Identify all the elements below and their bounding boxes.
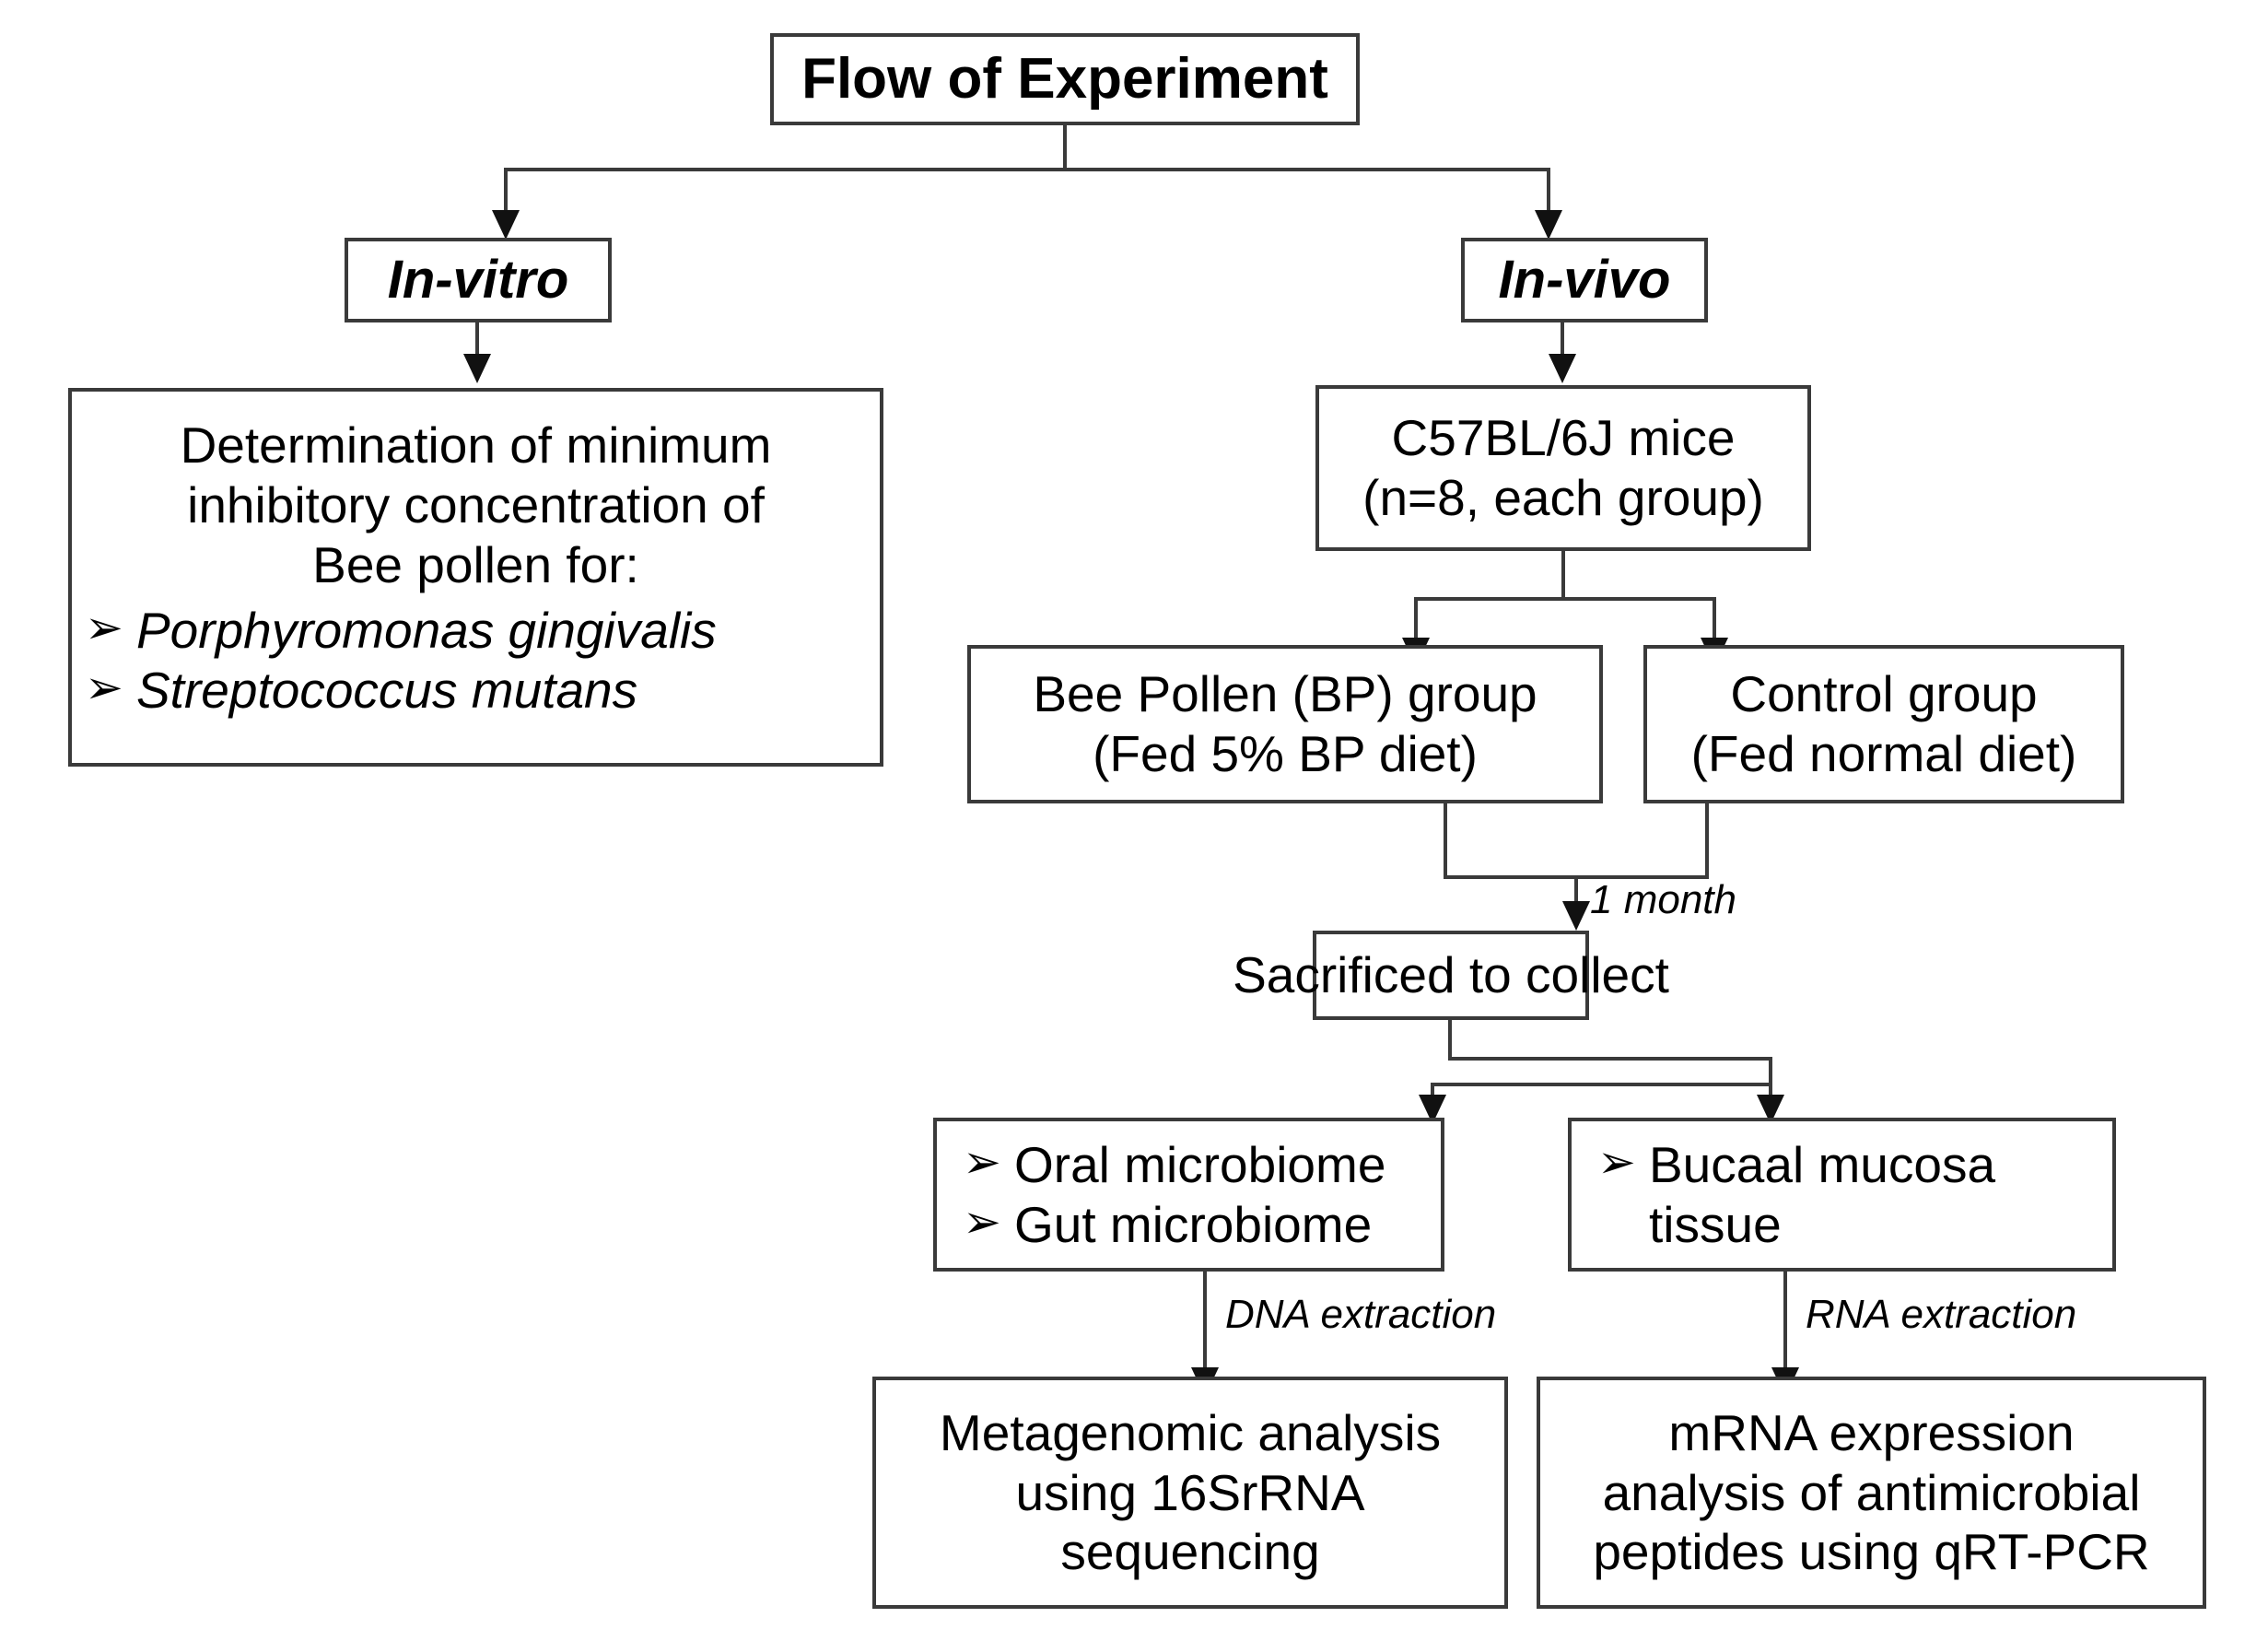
list-item: ➢ Bucaal mucosa	[1597, 1135, 2112, 1195]
node-title: Flow of Experiment	[770, 33, 1360, 125]
arrowhead-to-sacrificed	[1562, 901, 1590, 931]
connector-samples-bus-upper	[1448, 1057, 1772, 1061]
arrowhead-to-mice	[1549, 354, 1576, 383]
node-mic-determination: Determination of minimum inhibitory conc…	[68, 388, 883, 767]
node-mice-line-2: (n=8, each group)	[1362, 469, 1764, 526]
connector-title-stem	[1063, 125, 1067, 170]
arrow-bullet-icon: ➢	[963, 1195, 1001, 1248]
node-mucosa-bullet-1-line-1: Bucaal mucosa	[1649, 1135, 1996, 1193]
node-mic-bullet-1: Porphyromonas gingivalis	[136, 601, 717, 659]
connector-title-bus	[504, 168, 1550, 171]
node-microbiome-bullet-list: ➢ Oral microbiome ➢ Gut microbiome	[937, 1135, 1441, 1255]
node-in-vitro-label: In-vitro	[387, 249, 569, 310]
node-mrna-analysis: mRNA expression analysis of antimicrobia…	[1537, 1377, 2206, 1609]
node-in-vitro: In-vitro	[345, 238, 612, 322]
arrow-bullet-icon: ➢	[963, 1135, 1001, 1188]
connector-sacrificed-stem	[1448, 1020, 1452, 1061]
connector-dna-stem	[1203, 1272, 1207, 1391]
node-mucosa: ➢ Bucaal mucosa tissue	[1568, 1118, 2116, 1272]
connector-control-group-stem	[1705, 803, 1709, 879]
edge-label-rna-extraction: RNA extraction	[1806, 1292, 2077, 1337]
connector-mice-stem	[1561, 551, 1565, 601]
arrowhead-to-in-vivo	[1535, 210, 1562, 240]
node-metagenomic-line-1: Metagenomic analysis	[939, 1403, 1442, 1461]
node-mic-bullet-2: Streptococcus mutans	[136, 661, 638, 719]
list-item: ➢ Oral microbiome	[963, 1135, 1441, 1195]
connector-rna-stem	[1783, 1272, 1787, 1391]
arrow-bullet-icon: ➢	[1597, 1135, 1636, 1188]
connector-title-right-drop	[1547, 168, 1550, 216]
node-microbiome-bullet-1: Oral microbiome	[1014, 1135, 1386, 1193]
node-mice: C57BL/6J mice (n=8, each group)	[1315, 385, 1811, 551]
node-bp-group-line-1: Bee Pollen (BP) group	[1033, 665, 1537, 723]
node-mice-line-1: C57BL/6J mice	[1391, 409, 1736, 467]
node-title-label: Flow of Experiment	[801, 47, 1328, 111]
node-control-group-line-2: (Fed normal diet)	[1690, 725, 2077, 782]
connector-in-vitro-stem	[475, 322, 479, 358]
node-control-group: Control group (Fed normal diet)	[1643, 645, 2124, 803]
connector-in-vivo-stem	[1561, 322, 1564, 358]
node-bp-group-line-2: (Fed 5% BP diet)	[1093, 725, 1478, 782]
arrowhead-to-in-vitro	[492, 210, 520, 240]
connector-title-left-drop	[504, 168, 508, 216]
arrow-bullet-icon: ➢	[85, 661, 123, 713]
node-microbiome: ➢ Oral microbiome ➢ Gut microbiome	[933, 1118, 1444, 1272]
node-metagenomic-analysis: Metagenomic analysis using 16SrRNA seque…	[872, 1377, 1508, 1609]
node-mrna-line-2: analysis of antimicrobial	[1602, 1463, 2141, 1521]
list-item: ➢ Gut microbiome	[963, 1195, 1441, 1255]
node-metagenomic-line-2: using 16SrRNA	[1015, 1463, 1365, 1521]
connector-control-drop	[1713, 597, 1716, 645]
node-sacrificed: Sacrificed to collect	[1233, 931, 1669, 1020]
connector-merge-stem	[1574, 875, 1578, 920]
node-metagenomic-line-3: sequencing	[1060, 1523, 1320, 1581]
connector-bp-group-stem	[1444, 803, 1447, 879]
list-item: ➢ Streptococcus mutans	[85, 661, 880, 721]
node-microbiome-bullet-2: Gut microbiome	[1014, 1195, 1373, 1253]
node-mucosa-bullet-1-line-2: tissue	[1649, 1195, 1782, 1253]
node-mic-line-3: Bee pollen for:	[312, 535, 639, 593]
node-mrna-line-1: mRNA expression	[1668, 1403, 2075, 1461]
node-control-group-line-1: Control group	[1730, 665, 2038, 723]
arrow-bullet-icon: ➢	[85, 601, 123, 653]
list-item: ➢ Porphyromonas gingivalis	[85, 601, 880, 661]
connector-groups-bus	[1414, 597, 1716, 601]
list-item-continuation: tissue	[1597, 1195, 2112, 1255]
connector-bp-drop	[1414, 597, 1418, 645]
node-bp-group: Bee Pollen (BP) group (Fed 5% BP diet)	[967, 645, 1603, 803]
node-sacrificed-label: Sacrificed to collect	[1233, 946, 1669, 1004]
node-mic-bullet-list: ➢ Porphyromonas gingivalis ➢ Streptococc…	[72, 601, 880, 721]
node-mucosa-bullet-list: ➢ Bucaal mucosa tissue	[1572, 1135, 2112, 1255]
node-mic-line-1: Determination of minimum	[180, 416, 772, 474]
node-in-vivo-label: In-vivo	[1498, 249, 1671, 310]
connector-samples-bus-lower	[1431, 1083, 1772, 1086]
node-in-vivo: In-vivo	[1461, 238, 1708, 322]
arrowhead-to-mic	[463, 354, 491, 383]
node-mic-line-2: inhibitory concentration of	[187, 475, 765, 533]
edge-label-dna-extraction: DNA extraction	[1225, 1292, 1497, 1337]
node-mrna-line-3: peptides using qRT-PCR	[1593, 1523, 2150, 1581]
edge-label-duration: 1 month	[1590, 877, 1736, 922]
